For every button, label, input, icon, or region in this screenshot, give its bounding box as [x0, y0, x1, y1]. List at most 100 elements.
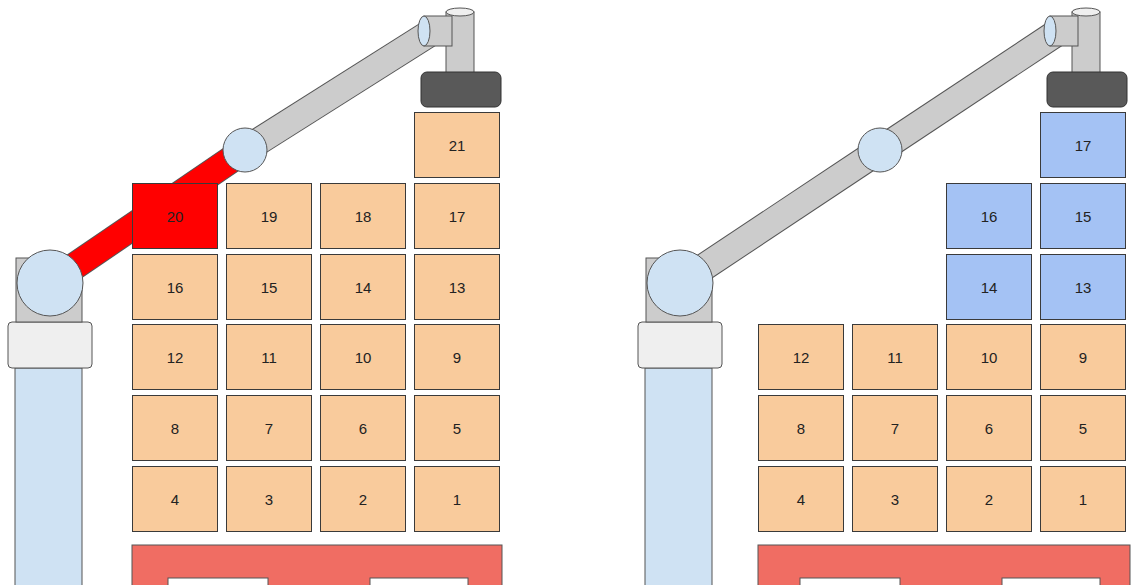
box-number: 9: [1079, 349, 1087, 366]
placed-box: 17: [1040, 112, 1126, 178]
box-number: 4: [171, 491, 179, 508]
pallet: [758, 545, 1130, 585]
carton-box: 11: [226, 324, 312, 390]
lower-arm: [680, 150, 880, 283]
carton-box: 21: [414, 112, 500, 178]
box-number: 7: [891, 420, 899, 437]
box-number: 8: [171, 420, 179, 437]
carton-box: 17: [414, 183, 500, 249]
pallet-slot: [370, 578, 468, 585]
carton-box: 12: [758, 324, 844, 390]
box-number: 16: [167, 279, 184, 296]
carton-box: 7: [852, 395, 938, 461]
pallet-slot: [168, 578, 268, 585]
box-number: 14: [981, 279, 998, 296]
pallet-slot: [800, 578, 900, 585]
box-number: 6: [359, 420, 367, 437]
carton-box: 2: [946, 466, 1032, 532]
colliding-box: 20: [132, 183, 218, 249]
box-number: 18: [355, 208, 372, 225]
placed-box: 13: [1040, 254, 1126, 320]
box-number: 6: [985, 420, 993, 437]
placed-box: 16: [946, 183, 1032, 249]
carton-box: 16: [132, 254, 218, 320]
box-number: 2: [359, 491, 367, 508]
carton-box: 6: [946, 395, 1032, 461]
right-robot: [638, 8, 1130, 585]
carton-box: 5: [1040, 395, 1126, 461]
box-number: 15: [261, 279, 278, 296]
wrist-top: [1072, 8, 1100, 16]
box-number: 1: [1079, 491, 1087, 508]
box-number: 12: [167, 349, 184, 366]
carton-box: 14: [320, 254, 406, 320]
elbow-joint: [858, 128, 902, 172]
carton-box: 8: [132, 395, 218, 461]
carton-box: 1: [414, 466, 500, 532]
carton-box: 3: [226, 466, 312, 532]
carton-box: 5: [414, 395, 500, 461]
carton-box: 2: [320, 466, 406, 532]
box-number: 21: [449, 137, 466, 154]
box-number: 10: [355, 349, 372, 366]
box-number: 2: [985, 491, 993, 508]
wrist-cap: [1044, 16, 1056, 46]
placed-box: 15: [1040, 183, 1126, 249]
carton-box: 13: [414, 254, 500, 320]
robot-pillar: [15, 368, 82, 585]
elbow-joint: [223, 128, 267, 172]
carton-box: 10: [320, 324, 406, 390]
box-number: 11: [887, 349, 903, 366]
robot-pillar: [645, 368, 712, 585]
arm-outline: [880, 28, 1064, 150]
wrist-top: [446, 8, 474, 16]
carton-box: 11: [852, 324, 938, 390]
box-number: 20: [167, 208, 184, 225]
carton-box: 4: [758, 466, 844, 532]
box-number: 11: [261, 349, 277, 366]
box-number: 16: [981, 208, 998, 225]
carton-box: 9: [1040, 324, 1126, 390]
box-number: 1: [453, 491, 461, 508]
box-number: 19: [261, 208, 278, 225]
box-number: 15: [1075, 208, 1092, 225]
box-number: 3: [891, 491, 899, 508]
box-number: 13: [1075, 279, 1092, 296]
carton-box: 15: [226, 254, 312, 320]
arm-outline: [245, 28, 438, 150]
shoulder-joint: [17, 250, 83, 316]
box-number: 17: [1075, 137, 1092, 154]
box-number: 5: [453, 420, 461, 437]
box-number: 12: [793, 349, 810, 366]
carton-box: 10: [946, 324, 1032, 390]
carton-box: 3: [852, 466, 938, 532]
carton-box: 8: [758, 395, 844, 461]
carton-box: 4: [132, 466, 218, 532]
pallet: [132, 545, 502, 585]
gripper: [421, 72, 501, 107]
carton-box: 6: [320, 395, 406, 461]
carton-box: 12: [132, 324, 218, 390]
box-number: 10: [981, 349, 998, 366]
upper-arm: [245, 28, 438, 150]
carton-box: 1: [1040, 466, 1126, 532]
box-number: 14: [355, 279, 372, 296]
pallet-slot: [1002, 578, 1100, 585]
placed-box: 14: [946, 254, 1032, 320]
left-robot: [8, 8, 502, 585]
shoulder-joint: [647, 250, 713, 316]
arm-outline: [680, 150, 880, 283]
box-number: 7: [265, 420, 273, 437]
carton-box: 18: [320, 183, 406, 249]
box-number: 5: [1079, 420, 1087, 437]
carton-box: 19: [226, 183, 312, 249]
carton-box: 7: [226, 395, 312, 461]
robot-collar: [8, 322, 92, 368]
box-number: 17: [449, 208, 466, 225]
box-number: 13: [449, 279, 466, 296]
box-number: 3: [265, 491, 273, 508]
box-number: 4: [797, 491, 805, 508]
upper-arm: [880, 28, 1064, 150]
carton-box: 9: [414, 324, 500, 390]
